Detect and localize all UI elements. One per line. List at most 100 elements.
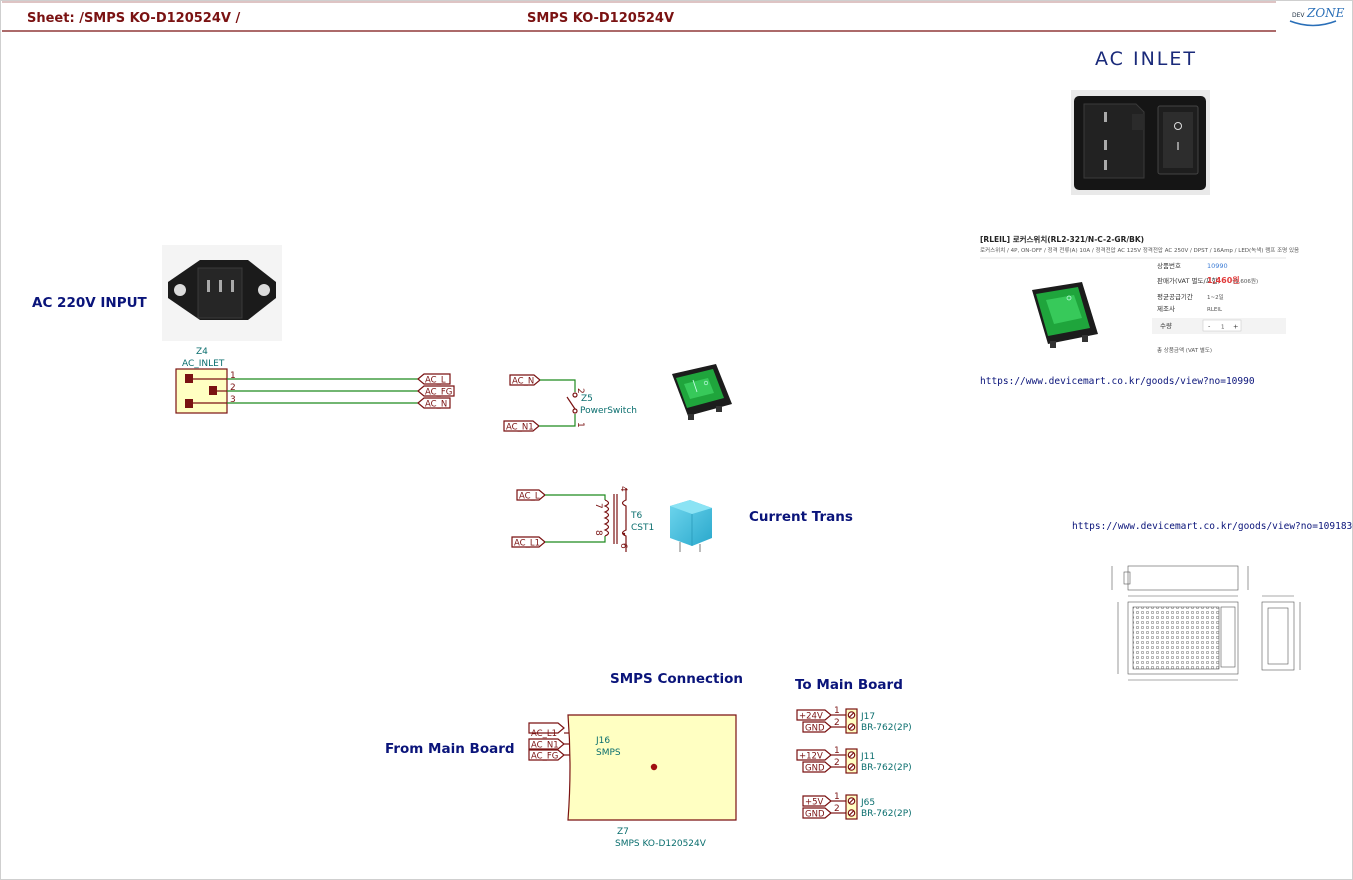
z7-ref: Z7 — [617, 827, 629, 837]
svg-text:+24V: +24V — [799, 712, 823, 722]
label-ac-fg-smps[interactable]: AC_FG — [528, 749, 565, 762]
product-row-key-2: 판매가(VAT 별도/포함) — [1157, 276, 1220, 285]
svg-text:2: 2 — [834, 804, 840, 814]
z4-pin-2: 2 — [230, 383, 236, 393]
svg-text:GND: GND — [805, 724, 825, 734]
label-gnd-j17[interactable] — [802, 721, 832, 733]
note-ac-input: AC 220V INPUT — [32, 295, 148, 311]
logo-swoosh-icon — [1289, 20, 1337, 27]
note-to-main-board: To Main Board — [795, 677, 903, 693]
svg-text:AC_N1: AC_N1 — [531, 741, 559, 751]
qty-value: 1 — [1221, 325, 1225, 331]
wire-trans-top — [545, 494, 606, 500]
connector-j65[interactable]: +5V GND 1 2 — [802, 792, 858, 820]
wire-switch-bottom — [539, 414, 576, 427]
label-ac-l1-smps[interactable]: AC_L1 — [528, 722, 565, 739]
power-switch-symbol[interactable] — [566, 392, 578, 414]
label-5v[interactable] — [802, 795, 832, 807]
j11-value: BR-762(2P) — [861, 763, 912, 773]
svg-text:AC_L1: AC_L1 — [531, 729, 557, 739]
j17-value: BR-762(2P) — [861, 723, 912, 733]
svg-text:+12V: +12V — [799, 752, 823, 762]
product-total-label: 총 상품금액 (VAT 별도) — [1157, 346, 1212, 354]
product-row-value-1: 10990 — [1207, 262, 1228, 270]
inlet-switch-photo — [1071, 90, 1210, 195]
j65-value: BR-762(2P) — [861, 809, 912, 819]
transformer-symbol[interactable] — [603, 488, 627, 552]
svg-text:AC_N: AC_N — [512, 377, 534, 387]
j16-name: SMPS — [596, 748, 621, 758]
j65-ref: J65 — [860, 798, 875, 808]
product-price-note: (1,606원) — [1233, 277, 1258, 285]
ac-inlet-title: AC INLET — [1095, 48, 1197, 70]
smps-mechanical-drawing — [1111, 565, 1301, 681]
sheet-title: SMPS KO-D120524V — [527, 11, 674, 26]
url-power-switch[interactable]: https://www.devicemart.co.kr/goods/view?… — [980, 376, 1255, 387]
svg-text:AC_L: AC_L — [425, 376, 446, 386]
label-ac-l-trans[interactable]: AC_L — [516, 489, 546, 502]
note-smps-connection: SMPS Connection — [610, 671, 743, 687]
t6-value: CST1 — [631, 523, 654, 533]
z4-pin-3: 3 — [230, 395, 236, 405]
qty-minus-button[interactable]: - — [1208, 323, 1211, 331]
svg-text:1: 1 — [834, 746, 840, 756]
smps-module-symbol[interactable] — [567, 714, 737, 821]
svg-text:2: 2 — [834, 718, 840, 728]
rocker-switch-photo — [672, 364, 732, 420]
label-24v[interactable] — [796, 709, 832, 721]
z5-value: PowerSwitch — [580, 406, 637, 416]
t6-ref: T6 — [630, 511, 642, 521]
label-gnd-j11[interactable] — [802, 761, 832, 773]
product-row-key-1: 상품번호 — [1157, 261, 1181, 270]
z7-value: SMPS KO-D120524V — [615, 839, 707, 849]
product-price: 1,460원 — [1207, 275, 1240, 285]
qty-stepper[interactable] — [1202, 319, 1242, 332]
z5-pin-1: 1 — [575, 422, 585, 428]
svg-text:AC_L: AC_L — [519, 492, 540, 502]
wire-switch-top — [540, 379, 576, 392]
label-ac-n[interactable]: AC_N — [417, 397, 451, 410]
label-ac-n1-smps[interactable]: AC_N1 — [528, 738, 565, 751]
label-ac-n1-switch[interactable]: AC_N1 — [503, 420, 540, 433]
label-ac-fg[interactable]: AC_FG — [417, 385, 455, 398]
note-from-main-board: From Main Board — [385, 741, 515, 757]
connector-j11[interactable]: +12V GND 1 2 — [796, 746, 858, 774]
svg-text:AC_N: AC_N — [425, 400, 447, 410]
label-ac-l[interactable]: AC_L — [417, 373, 451, 386]
t6-pin-8: 8 — [593, 530, 603, 536]
logo-prefix: DEV — [1292, 12, 1305, 19]
product-row-key-3: 평균공급기간 — [1157, 292, 1193, 301]
connector-j17[interactable]: +24V GND 1 2 — [796, 706, 858, 734]
svg-text:AC_L1: AC_L1 — [514, 539, 540, 549]
svg-text:+5V: +5V — [805, 798, 824, 808]
product-row-key-4: 제조사 — [1157, 304, 1175, 313]
j16-ref: J16 — [595, 736, 610, 746]
svg-text:1: 1 — [834, 706, 840, 716]
ac-inlet-symbol[interactable] — [175, 368, 228, 414]
product-title: [RLEIL] 로커스위치(RL2-321/N-C-2-GR/BK) — [980, 234, 1144, 244]
logo-text: ZONE — [1306, 6, 1345, 20]
devzone-logo: DEV ZONE — [1280, 3, 1348, 35]
qty-plus-button[interactable]: + — [1233, 323, 1238, 331]
t6-pin-4: 4 — [618, 486, 628, 492]
label-gnd-j65[interactable] — [802, 807, 832, 819]
svg-text:GND: GND — [805, 810, 825, 820]
product-row-value-3: 1~2일 — [1207, 293, 1224, 301]
t6-pin-7: 7 — [593, 503, 603, 509]
label-ac-n-switch[interactable]: AC_N — [509, 374, 541, 387]
wire-trans-bottom — [545, 536, 606, 543]
url-smps[interactable]: https://www.devicemart.co.kr/goods/view?… — [1072, 521, 1353, 532]
j17-ref: J17 — [860, 712, 875, 722]
svg-text:AC_N1: AC_N1 — [506, 423, 534, 433]
label-ac-l1-trans[interactable]: AC_L1 — [511, 536, 546, 549]
note-current-trans: Current Trans — [749, 509, 853, 525]
sheet-path: Sheet: /SMPS KO-D120524V / — [27, 11, 240, 26]
product-row-value-4: RLEIL — [1207, 307, 1223, 313]
label-12v[interactable] — [796, 749, 832, 761]
product-image — [1032, 282, 1098, 348]
z4-pin-1: 1 — [230, 371, 236, 381]
current-trans-photo — [670, 500, 712, 552]
z5-ref: Z5 — [581, 394, 593, 404]
svg-text:GND: GND — [805, 764, 825, 774]
